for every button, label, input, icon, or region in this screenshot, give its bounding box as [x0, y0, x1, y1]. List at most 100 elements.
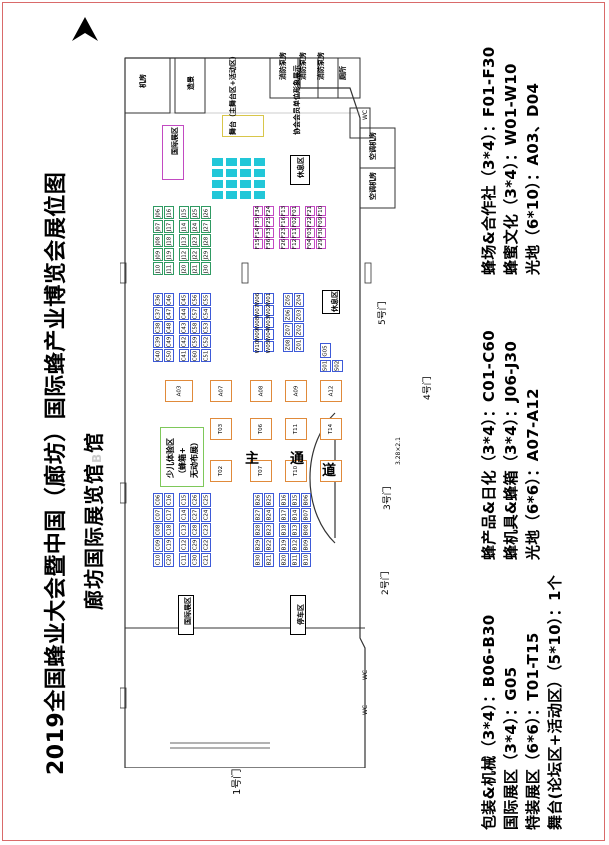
booth-J14[interactable]: J14 — [179, 220, 189, 233]
booth-F23[interactable]: F23 — [279, 228, 289, 238]
booth-C42[interactable]: C42 — [179, 335, 189, 348]
booth-A08[interactable]: A08 — [250, 380, 272, 402]
booth-B06[interactable]: B06 — [301, 493, 311, 507]
booth-B24[interactable]: B24 — [264, 508, 274, 522]
booth-F14[interactable]: F14 — [253, 228, 263, 238]
booth-S01[interactable]: S01 — [320, 360, 331, 372]
booth-F21[interactable]: F21 — [305, 206, 315, 216]
booth-W04[interactable]: W04 — [264, 328, 274, 341]
booth-C57[interactable]: C57 — [190, 307, 200, 320]
booth-F33[interactable]: F33 — [264, 228, 274, 238]
booth-F34[interactable]: F34 — [253, 206, 263, 216]
booth-C37[interactable]: C37 — [153, 307, 163, 320]
booth-C58[interactable]: C58 — [190, 321, 200, 334]
booth-W02[interactable]: W02 — [264, 304, 274, 317]
booth-Z03[interactable]: Z03 — [294, 308, 304, 322]
booth-J06[interactable]: J06 — [153, 206, 163, 219]
booth-F25[interactable]: F25 — [264, 217, 274, 227]
booth-J07[interactable]: J07 — [153, 220, 163, 233]
booth-B26[interactable]: B26 — [253, 493, 263, 507]
booth-C44[interactable]: C44 — [179, 307, 189, 320]
booth-J21[interactable]: J21 — [190, 262, 200, 275]
booth-C50[interactable]: C50 — [164, 349, 174, 362]
booth-B16[interactable]: B16 — [279, 493, 289, 507]
booth-F36[interactable]: F36 — [264, 239, 274, 249]
booth-C51[interactable]: C51 — [201, 349, 211, 362]
booth-J17[interactable]: J17 — [164, 220, 174, 233]
booth-J26[interactable]: J26 — [201, 206, 211, 219]
booth-B12[interactable]: B12 — [290, 538, 300, 552]
booth-W10[interactable]: W10 — [253, 340, 263, 353]
booth-S02[interactable]: S02 — [332, 360, 343, 372]
booth-F16[interactable]: F16 — [279, 217, 289, 227]
booth-W03[interactable]: W03 — [264, 316, 274, 329]
booth-B08[interactable]: B08 — [301, 523, 311, 537]
booth-J30[interactable]: J30 — [201, 262, 211, 275]
booth-B13[interactable]: B13 — [290, 523, 300, 537]
booth-C60[interactable]: C60 — [190, 349, 200, 362]
booth-J23[interactable]: J23 — [190, 234, 200, 247]
booth-W08[interactable]: W08 — [253, 316, 263, 329]
booth-J29[interactable]: J29 — [201, 248, 211, 261]
booth-F03[interactable]: F03 — [305, 228, 315, 238]
booth-F09[interactable]: F09 — [316, 217, 326, 227]
booth-C25[interactable]: C25 — [201, 493, 211, 507]
booth-C23[interactable]: C23 — [201, 523, 211, 537]
booth-J20[interactable]: J20 — [179, 262, 189, 275]
booth-C38[interactable]: C38 — [153, 321, 163, 334]
booth-C24[interactable]: C24 — [201, 508, 211, 522]
booth-F15[interactable]: F15 — [253, 239, 263, 249]
booth-J24[interactable]: J24 — [190, 220, 200, 233]
booth-B23[interactable]: B23 — [264, 523, 274, 537]
booth-F22[interactable]: F22 — [305, 217, 315, 227]
booth-T03[interactable]: T03 — [210, 418, 232, 440]
booth-C18[interactable]: C18 — [164, 523, 174, 537]
booth-F24[interactable]: F24 — [264, 206, 274, 216]
booth-C22[interactable]: C22 — [201, 538, 211, 552]
booth-T15[interactable]: T15 — [320, 460, 342, 482]
booth-W09[interactable]: W09 — [253, 328, 263, 341]
booth-C53[interactable]: C53 — [201, 321, 211, 334]
booth-C47[interactable]: C47 — [164, 307, 174, 320]
booth-W07[interactable]: W07 — [253, 304, 263, 317]
booth-C16[interactable]: C16 — [164, 493, 174, 507]
booth-C46[interactable]: C46 — [164, 293, 174, 306]
booth-J27[interactable]: J27 — [201, 220, 211, 233]
booth-J08[interactable]: J08 — [153, 234, 163, 247]
booth-F35[interactable]: F35 — [253, 217, 263, 227]
booth-Z08[interactable]: Z08 — [283, 338, 293, 352]
booth-F04[interactable]: F04 — [305, 239, 315, 249]
booth-B15[interactable]: B15 — [290, 493, 300, 507]
booth-F01[interactable]: F01 — [290, 206, 300, 216]
booth-C07[interactable]: C07 — [153, 508, 163, 522]
booth-B30[interactable]: B30 — [253, 553, 263, 567]
booth-B28[interactable]: B28 — [253, 523, 263, 537]
booth-J09[interactable]: J09 — [153, 248, 163, 261]
booth-C52[interactable]: C52 — [201, 335, 211, 348]
booth-C10[interactable]: C10 — [153, 553, 163, 567]
booth-C45[interactable]: C45 — [179, 293, 189, 306]
booth-C20[interactable]: C20 — [164, 553, 174, 567]
booth-T02[interactable]: T02 — [210, 460, 232, 482]
booth-A12[interactable]: A12 — [320, 380, 342, 402]
booth-C59[interactable]: C59 — [190, 335, 200, 348]
booth-B19[interactable]: B19 — [279, 538, 289, 552]
booth-T07[interactable]: T07 — [250, 460, 272, 482]
booth-C29[interactable]: C29 — [190, 538, 200, 552]
booth-B29[interactable]: B29 — [253, 538, 263, 552]
booth-W01[interactable]: W01 — [264, 292, 274, 305]
booth-C40[interactable]: C40 — [153, 349, 163, 362]
booth-T06[interactable]: T06 — [250, 418, 272, 440]
booth-B27[interactable]: B27 — [253, 508, 263, 522]
booth-A03[interactable]: A03 — [165, 380, 193, 402]
booth-C54[interactable]: C54 — [201, 307, 211, 320]
booth-B20[interactable]: B20 — [279, 553, 289, 567]
booth-J22[interactable]: J22 — [190, 248, 200, 261]
booth-C19[interactable]: C19 — [164, 538, 174, 552]
booth-F30[interactable]: F30 — [316, 228, 326, 238]
booth-C55[interactable]: C55 — [201, 293, 211, 306]
booth-J12[interactable]: J12 — [179, 248, 189, 261]
booth-C17[interactable]: C17 — [164, 508, 174, 522]
booth-C49[interactable]: C49 — [164, 335, 174, 348]
booth-B18[interactable]: B18 — [279, 523, 289, 537]
